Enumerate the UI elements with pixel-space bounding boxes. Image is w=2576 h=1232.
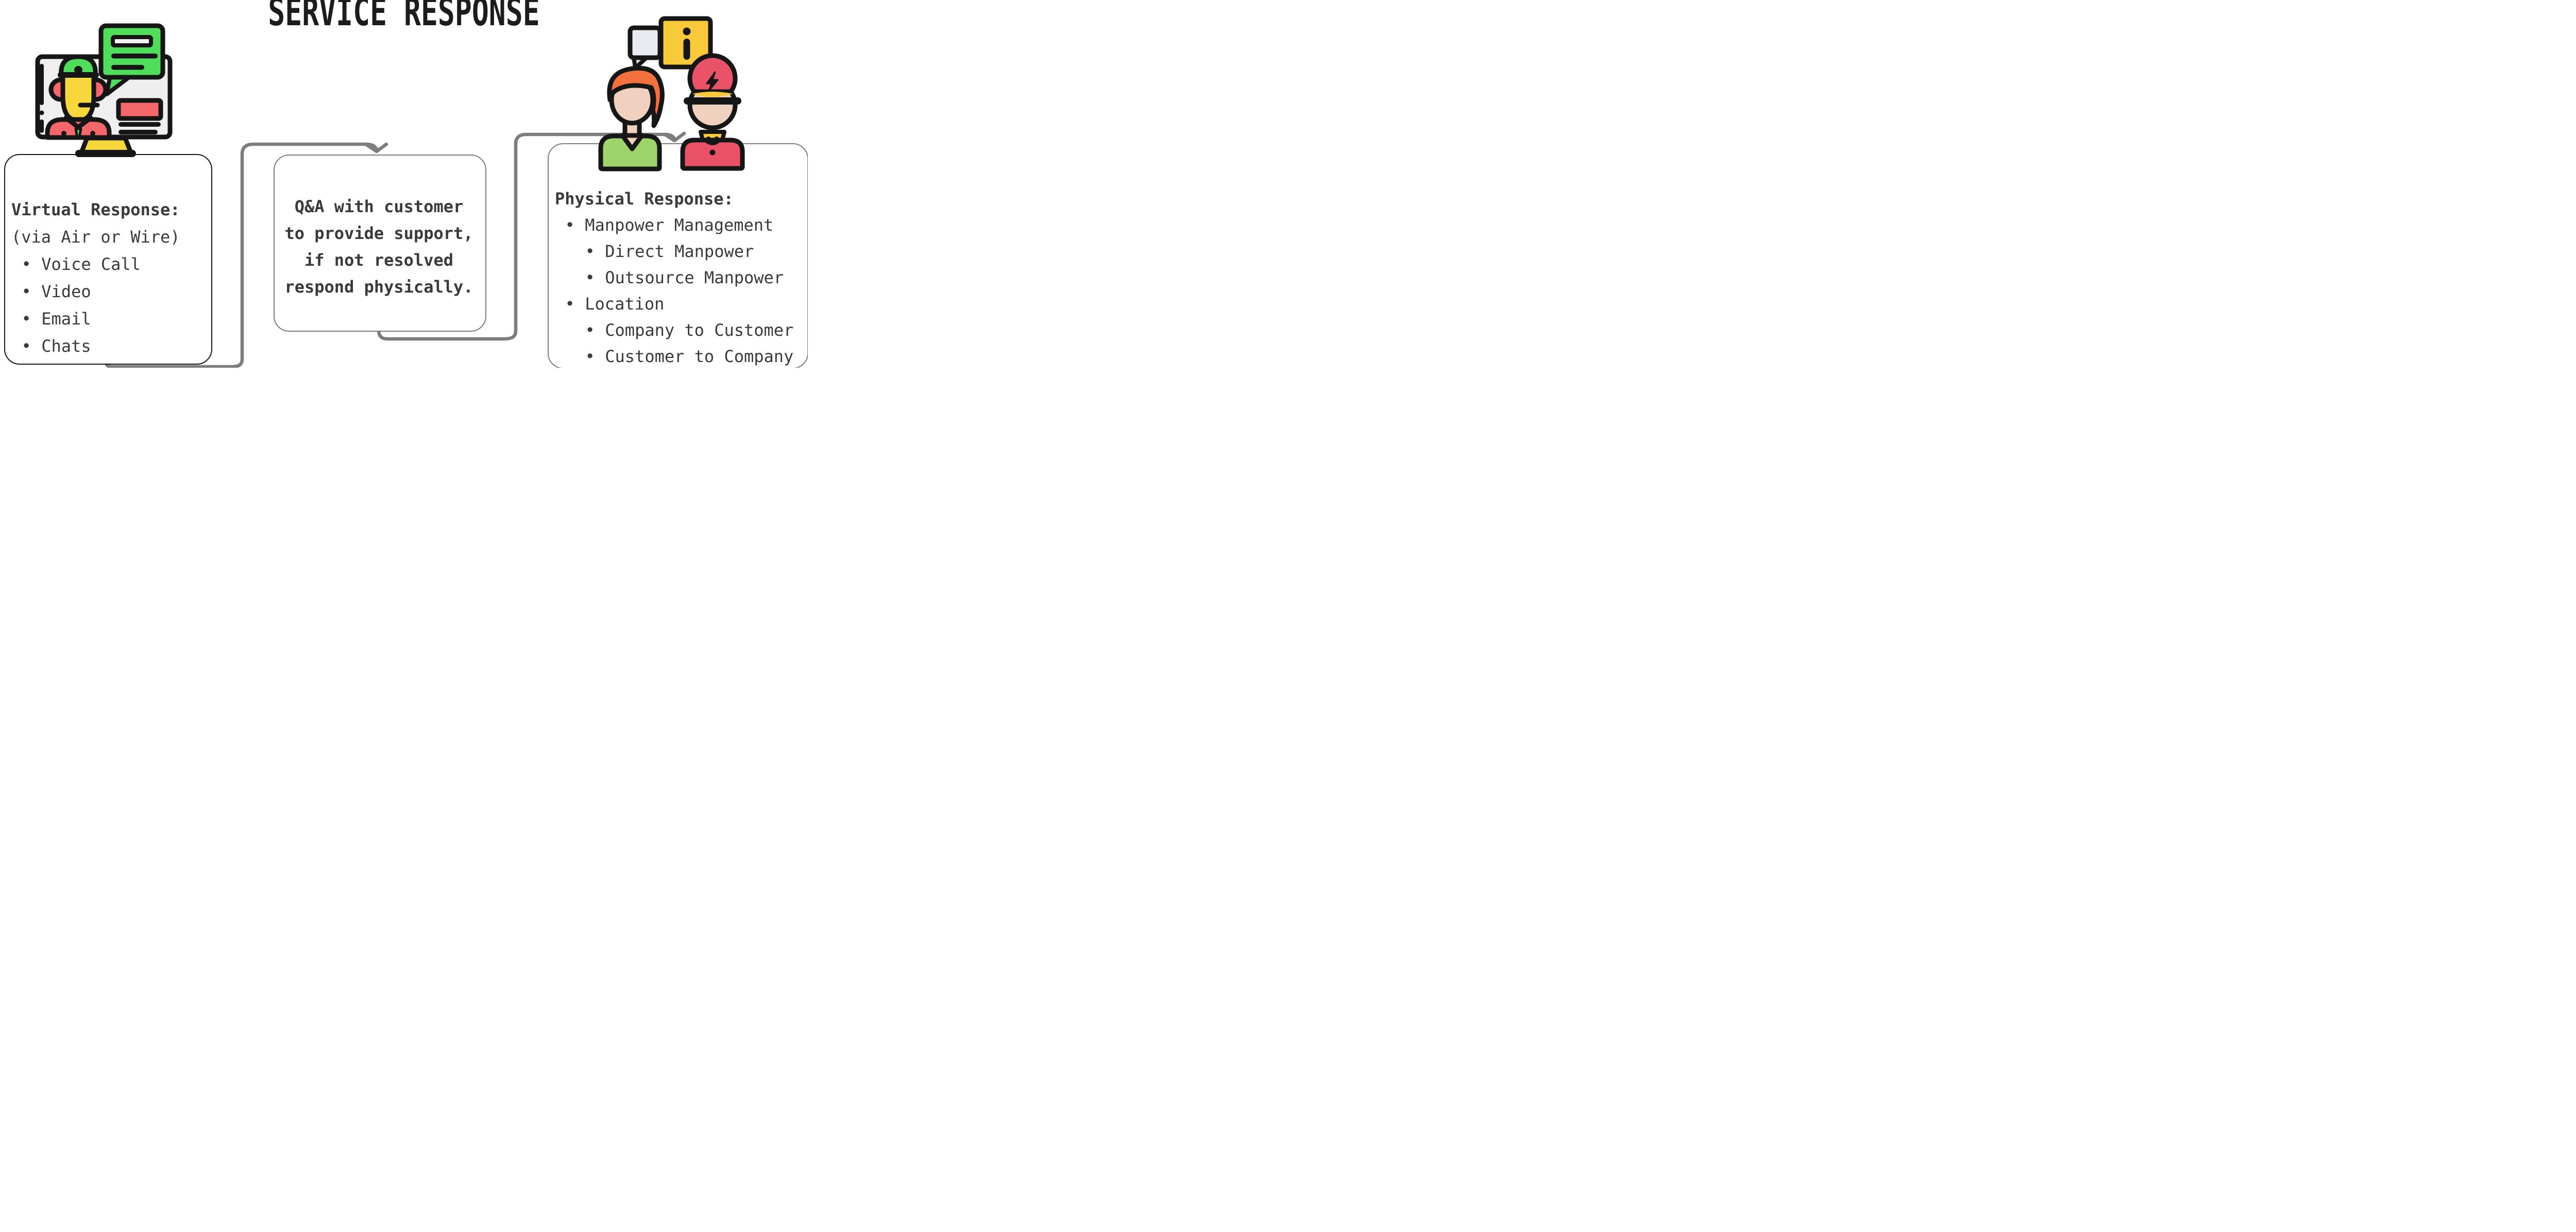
- qa-box: [274, 155, 486, 332]
- bullet-glyph: •: [565, 294, 575, 314]
- cap-brim: [684, 97, 741, 105]
- speech-bubble-icon: [628, 25, 663, 70]
- list-item-label: Chats: [41, 336, 91, 356]
- flow-connectors: [104, 131, 686, 368]
- info-i-bar: [683, 39, 690, 60]
- list-item: • Manpower Management: [555, 212, 793, 238]
- shirt-button: [90, 131, 95, 136]
- customer-technician-conversation-icon: [598, 16, 745, 172]
- list-item: • Voice Call: [11, 251, 180, 278]
- list-item: • Location: [555, 291, 793, 317]
- list-item-label: Location: [585, 294, 665, 314]
- list-item: • Outsource Manpower: [555, 265, 793, 291]
- qa-line: respond physically.: [284, 277, 473, 297]
- cap-lightning-bolt-icon: [706, 71, 719, 92]
- list-item-label: Video: [41, 282, 91, 301]
- bullet-glyph: •: [585, 242, 595, 261]
- shirt-button: [61, 131, 66, 136]
- physical-response-box: [548, 143, 808, 368]
- list-item: • Company to Customer: [555, 317, 794, 344]
- list-item: • Chats: [11, 333, 180, 360]
- virtual-response-text: Virtual Response: (via Air or Wire) • Voi…: [11, 196, 180, 360]
- bullet-glyph: •: [21, 336, 31, 356]
- arrowhead-qa-to-physical-icon: [664, 131, 686, 143]
- agent-face: [60, 73, 96, 123]
- service-response-diagram: SERVICE RESPONSE Virtual Response: (via …: [0, 0, 808, 368]
- list-item: • Direct Manpower: [555, 238, 793, 265]
- bullet-glyph: •: [585, 320, 595, 340]
- bullet-glyph: •: [21, 282, 31, 301]
- screen-text-line: [118, 130, 158, 134]
- physical-response-text: Physical Response: •Manpower Management …: [555, 186, 793, 368]
- customer-avatar: [598, 65, 665, 172]
- list-item-label: Customer to Company: [605, 347, 794, 366]
- list-item-label: Manpower Management: [585, 215, 774, 235]
- screen-banner: [116, 98, 163, 121]
- chat-bubble-text-line: [111, 54, 158, 59]
- list-item-label: Outsource Manpower: [605, 268, 784, 287]
- virtual-response-box: [4, 154, 212, 365]
- support-agent-avatar: [45, 54, 112, 140]
- list-item-label: Direct Manpower: [605, 242, 754, 261]
- customer-collar: [620, 133, 645, 151]
- connector-virtual-to-qa: [104, 142, 379, 368]
- chat-bubble-icon: [98, 23, 165, 96]
- page-title: SERVICE RESPONSE: [268, 0, 540, 35]
- screen-text-line: [118, 122, 161, 127]
- qa-line: if not resolved: [304, 250, 453, 270]
- support-agent-on-monitor-icon: [35, 23, 173, 157]
- headset-band-icon: [58, 72, 99, 78]
- list-item: • Video: [11, 278, 180, 305]
- bullet-glyph: •: [21, 309, 31, 329]
- virtual-subheading: (via Air or Wire): [11, 227, 180, 247]
- list-item-label: Email: [41, 309, 91, 329]
- chat-bubble-highlight-line: [111, 35, 153, 47]
- qa-line: to provide support,: [284, 224, 473, 243]
- bullet-glyph: •: [565, 215, 575, 235]
- list-item-label: Voice Call: [41, 254, 141, 274]
- list-item: • Email: [11, 305, 180, 333]
- bullet-glyph: •: [21, 254, 31, 274]
- customer-hair: [607, 65, 665, 128]
- info-i-dot: [683, 27, 691, 36]
- speech-bubble-body: [628, 25, 663, 60]
- list-item: • Customer to Company: [555, 344, 794, 368]
- shirt-notch: [704, 138, 721, 145]
- bullet-glyph: •: [585, 268, 595, 287]
- technician-avatar: [680, 53, 745, 171]
- cap-brim-highlight: [692, 92, 733, 97]
- qa-line: Q&A with customer: [294, 197, 464, 216]
- bezel-accent-marks: [39, 64, 44, 133]
- chat-bubble-text-line: [111, 65, 144, 70]
- agent-tie: [74, 127, 82, 139]
- bullet-glyph: •: [585, 347, 595, 366]
- shirt-button: [709, 149, 716, 156]
- technician-cap: [687, 53, 738, 94]
- list-item-label: Company to Customer: [605, 320, 794, 340]
- monitor-stand-base: [75, 150, 136, 157]
- arrowhead-virtual-to-qa-icon: [365, 142, 388, 153]
- virtual-heading: Virtual Response:: [11, 200, 180, 219]
- connector-qa-to-physical: [377, 132, 677, 341]
- physical-heading: Physical Response:: [555, 189, 734, 209]
- customer-shirt: [598, 133, 662, 172]
- qa-text: Q&A with customer to provide support, if…: [274, 193, 484, 300]
